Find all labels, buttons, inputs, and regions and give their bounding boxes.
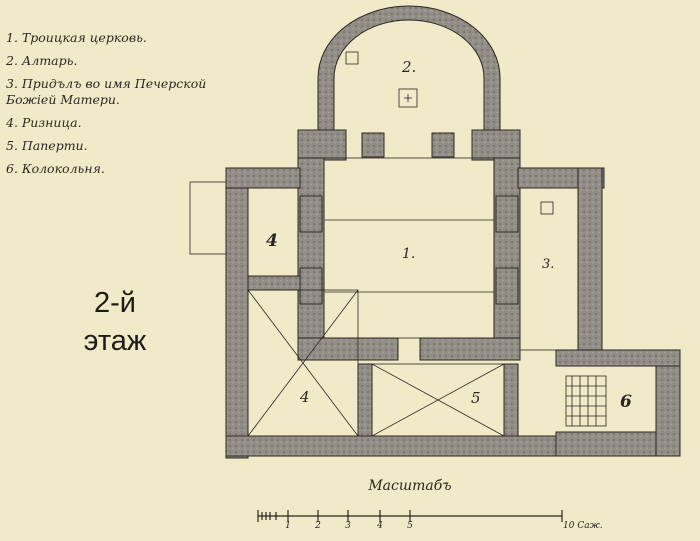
pier-porch-2 bbox=[503, 363, 519, 437]
scale-tick-4: 4 bbox=[377, 521, 383, 531]
altar-wall-right bbox=[471, 129, 521, 161]
scale-title: Масштабъ bbox=[368, 478, 452, 494]
legend-item-1: 1. Троицкая церковь. bbox=[6, 30, 147, 45]
altar-table bbox=[398, 88, 418, 108]
outer-wall-east bbox=[577, 167, 603, 354]
walls bbox=[225, 5, 681, 459]
altar-pier-right bbox=[431, 132, 455, 158]
apse-wall bbox=[317, 5, 501, 133]
belfry-wall-north bbox=[555, 349, 681, 367]
pier-ne bbox=[495, 195, 519, 233]
nave-room bbox=[323, 157, 495, 339]
legend-item-6: 6. Колокольня. bbox=[6, 161, 105, 176]
north-wall-left bbox=[225, 167, 301, 189]
outer-wall-west bbox=[225, 167, 249, 459]
nave-wall-south-left bbox=[297, 337, 399, 361]
apse-small-altar bbox=[345, 51, 359, 65]
nave-wall-west bbox=[297, 157, 325, 355]
room-outlines bbox=[189, 51, 607, 437]
floor-label: 2-й этаж bbox=[83, 287, 147, 357]
west-annex bbox=[189, 181, 227, 255]
scale-tick-5: 5 bbox=[407, 521, 413, 531]
chapel-altar bbox=[540, 201, 554, 215]
outer-wall-south bbox=[225, 435, 557, 457]
pier-sacristy bbox=[247, 275, 301, 291]
pier-se bbox=[495, 267, 519, 305]
pier-porch-1 bbox=[357, 363, 373, 437]
pier-nw bbox=[299, 195, 323, 233]
porch-left-room bbox=[247, 289, 359, 437]
label-belfry: 6 bbox=[620, 392, 632, 412]
nave-wall-east bbox=[493, 157, 521, 355]
chapel-room bbox=[519, 187, 579, 351]
porch-right-room bbox=[371, 363, 505, 437]
label-sacristy: 4 bbox=[266, 231, 278, 251]
scale-tick-3: 3 bbox=[345, 521, 351, 531]
legend: 1. Троицкая церковь. 2. Алтарь. 3. Придъ… bbox=[6, 30, 236, 184]
belfry-wall-east bbox=[655, 351, 681, 457]
pier-sw bbox=[299, 267, 323, 305]
scale-unit: 10 Саж. bbox=[563, 521, 603, 531]
legend-item-5: 5. Паперти. bbox=[6, 138, 88, 153]
scale-bar bbox=[257, 510, 563, 522]
legend-item-4: 4. Ризница. bbox=[6, 115, 82, 130]
altar-pier-left bbox=[361, 132, 385, 158]
legend-item-2: 2. Алтарь. bbox=[6, 53, 78, 68]
label-porch-right: 5 bbox=[471, 389, 481, 407]
belfry-stairs bbox=[565, 375, 607, 427]
label-nave: 1. bbox=[402, 246, 415, 262]
label-porch-left: 4 bbox=[299, 388, 310, 406]
label-altar: 2. bbox=[401, 58, 416, 76]
scale-tick-1: 1 bbox=[285, 521, 291, 531]
nave-wall-south-right bbox=[419, 337, 521, 361]
sacristy-room bbox=[247, 187, 299, 277]
scale-tick-2: 2 bbox=[315, 521, 321, 531]
room-labels: 1. 2. 3. 4 4 5 6 bbox=[266, 58, 632, 412]
legend-item-3: 3. Придълъ во имя Печерской Божіей Матер… bbox=[6, 76, 207, 107]
label-chapel: 3. bbox=[542, 257, 554, 272]
altar-wall-left bbox=[297, 129, 347, 161]
